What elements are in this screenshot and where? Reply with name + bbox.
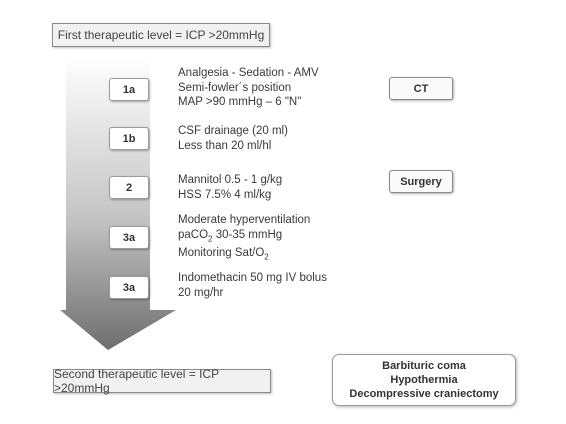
step-badge-1a: 1a bbox=[109, 78, 149, 101]
first-therapeutic-level-box: First therapeutic level = ICP >20mmHg bbox=[52, 23, 270, 47]
step-badge-3a-hyperventilation: 3a bbox=[109, 226, 149, 249]
step-3a-indomethacin-description: Indomethacin 50 mg IV bolus 20 mg/hr bbox=[178, 272, 327, 299]
ct-box: CT bbox=[389, 77, 453, 100]
surgery-box: Surgery bbox=[389, 170, 453, 193]
sat-o2-line: Monitoring Sat/O2 bbox=[178, 247, 269, 262]
rescue-therapies-box: Barbituric coma Hypothermia Decompressiv… bbox=[332, 354, 516, 406]
step-badge-2: 2 bbox=[109, 176, 149, 199]
step-badge-3a-indomethacin: 3a bbox=[109, 276, 149, 299]
step-3a-hyperventilation-description: Moderate hyperventilation paCO2 30-35 mm… bbox=[178, 213, 310, 265]
decompressive-craniectomy-label: Decompressive craniectomy bbox=[349, 388, 499, 400]
second-therapeutic-level-box: Second therapeutic level = ICP >20mmHg bbox=[53, 367, 271, 395]
step-badge-1b: 1b bbox=[109, 127, 149, 150]
barbituric-coma-label: Barbituric coma bbox=[382, 360, 466, 372]
second-therapeutic-level-text: Second therapeutic level = ICP >20mmHg bbox=[54, 367, 219, 395]
step-1b-description: CSF drainage (20 ml) Less than 20 ml/hl bbox=[178, 125, 288, 152]
first-therapeutic-level-text: First therapeutic level = ICP >20mmHg bbox=[57, 28, 265, 42]
paco2-line: paCO2 30-35 mmHg bbox=[178, 228, 283, 243]
hypothermia-label: Hypothermia bbox=[390, 374, 458, 386]
step-2-description: Mannitol 0.5 - 1 g/kg HSS 7.5% 4 ml/kg bbox=[178, 174, 283, 201]
step-1a-description: Analgesia - Sedation - AMV Semi-fowler´s… bbox=[178, 67, 319, 108]
